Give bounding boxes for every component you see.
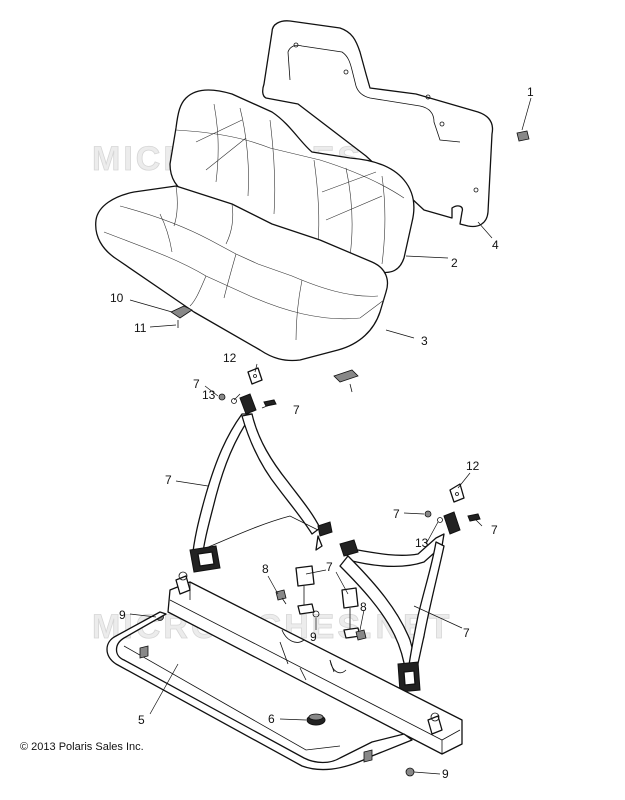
callout-12-right: 12 xyxy=(466,459,480,473)
seat-bottom-cushion xyxy=(95,185,389,362)
callout-7-buckles: 7 xyxy=(326,560,333,574)
callout-7-left-belt: 7 xyxy=(165,473,172,487)
bracket-10 xyxy=(170,305,193,328)
callout-12-top: 12 xyxy=(223,351,237,365)
anchor-plate-12-top xyxy=(247,367,263,385)
grommet-6 xyxy=(306,713,326,726)
seat-frame xyxy=(106,571,463,771)
callout-9-bottom: 9 xyxy=(442,767,449,781)
copyright-text: © 2013 Polaris Sales Inc. xyxy=(20,741,144,753)
callout-labels: 1 2 3 4 10 11 12 7 13 7 7 12 7 7 13 8 7 … xyxy=(110,85,534,781)
washers-top xyxy=(218,393,277,407)
seat-belt-buckles-center xyxy=(295,565,361,639)
seat-back-cushion xyxy=(169,89,415,274)
callout-13-right: 13 xyxy=(415,536,429,550)
callout-7-right-belt: 7 xyxy=(463,626,470,640)
callout-10: 10 xyxy=(110,291,124,305)
callout-7-top-right: 7 xyxy=(293,403,300,417)
callout-8-right: 8 xyxy=(360,600,367,614)
anchor-plate-12-right xyxy=(449,483,465,503)
callout-1: 1 xyxy=(527,85,534,99)
seat-back-panel xyxy=(262,20,494,228)
callout-2: 2 xyxy=(451,256,458,270)
callout-9-left: 9 xyxy=(119,608,126,622)
callout-13-top: 13 xyxy=(202,388,216,402)
callout-4: 4 xyxy=(492,238,499,252)
callout-6: 6 xyxy=(268,712,275,726)
fastener-1 xyxy=(516,130,530,142)
callout-9-center: 9 xyxy=(310,630,317,644)
bracket-right xyxy=(333,369,359,393)
bolts-8 xyxy=(275,589,367,641)
leader-lines xyxy=(129,97,532,775)
callout-3: 3 xyxy=(421,334,428,348)
callout-5: 5 xyxy=(138,713,145,727)
callout-7-top-left: 7 xyxy=(193,377,200,391)
seat-belt-right xyxy=(339,511,461,693)
callout-7-right-right: 7 xyxy=(491,523,498,537)
callout-11: 11 xyxy=(134,321,147,335)
callout-7-right-left: 7 xyxy=(393,507,400,521)
seat-belt-left xyxy=(189,393,333,573)
callout-8-left: 8 xyxy=(262,562,269,576)
washers-right xyxy=(424,510,481,523)
